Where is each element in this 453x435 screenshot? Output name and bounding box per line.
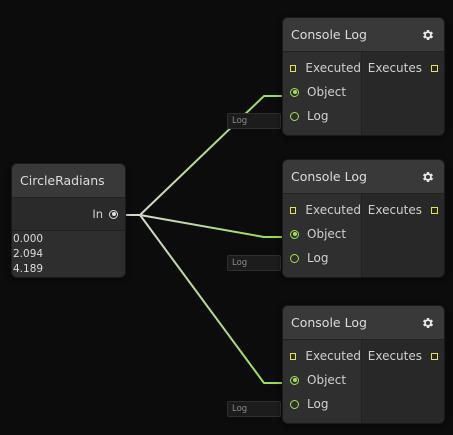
node-header[interactable]: Console Log [283, 306, 444, 340]
gear-icon[interactable] [420, 27, 436, 43]
value-port-icon[interactable] [290, 253, 299, 263]
value-item: 2.094 [13, 248, 44, 260]
port-label: Object [307, 373, 347, 387]
port-label: Log [307, 397, 329, 411]
value-port-icon[interactable] [290, 399, 299, 409]
object-port[interactable]: Object [283, 80, 361, 104]
exec-port-icon[interactable] [431, 64, 438, 72]
log-port[interactable]: Log [283, 104, 361, 128]
console-log-node[interactable]: Console Log Executed Object Log Executes [282, 159, 445, 278]
circle-radians-node[interactable]: CircleRadians In 0.000 2.094 4.189 [11, 163, 126, 278]
node-title: Console Log [291, 27, 367, 42]
log-input-field[interactable]: Log [227, 401, 281, 417]
value-list: 0.000 2.094 4.189 [12, 231, 125, 277]
value-item: 0.000 [13, 233, 44, 245]
output-port-dot[interactable] [109, 209, 118, 219]
object-port[interactable]: Object [283, 222, 361, 246]
executed-port[interactable]: Executed [283, 198, 361, 222]
log-port[interactable]: Log [283, 246, 361, 270]
executes-port[interactable]: Executes [362, 344, 444, 368]
node-header[interactable]: Console Log [283, 18, 444, 52]
port-label: Log [307, 109, 329, 123]
console-log-node[interactable]: Console Log Executed Object Log Executes [282, 17, 445, 136]
exec-port-icon[interactable] [290, 352, 297, 360]
executed-port[interactable]: Executed [283, 56, 361, 80]
exec-port-icon[interactable] [431, 352, 438, 360]
executes-port[interactable]: Executes [362, 198, 444, 222]
port-label: Executes [367, 349, 422, 363]
port-label: Executes [367, 61, 422, 75]
gear-icon[interactable] [420, 169, 436, 185]
port-label: Object [307, 85, 347, 99]
value-port-icon[interactable] [290, 87, 299, 97]
node-title: Console Log [291, 169, 367, 184]
executed-port[interactable]: Executed [283, 344, 361, 368]
wire-to-node-3[interactable] [124, 214, 290, 384]
port-label: Log [307, 251, 329, 265]
port-label: Executed [305, 203, 361, 217]
value-port-icon[interactable] [290, 375, 299, 385]
exec-port-icon[interactable] [290, 64, 297, 72]
value-port-icon[interactable] [290, 111, 299, 121]
value-item: 4.189 [13, 263, 44, 275]
node-title: Console Log [291, 315, 367, 330]
node-header[interactable]: CircleRadians [12, 164, 125, 198]
log-input-field[interactable]: Log [227, 113, 281, 129]
wire-to-node-2[interactable] [124, 214, 290, 238]
log-port[interactable]: Log [283, 392, 361, 416]
gear-icon[interactable] [420, 315, 436, 331]
exec-port-icon[interactable] [431, 206, 438, 214]
log-input-field[interactable]: Log [227, 255, 281, 271]
value-port-icon[interactable] [290, 229, 299, 239]
node-title: CircleRadians [20, 173, 105, 188]
output-port-label: In [92, 207, 103, 221]
console-log-node[interactable]: Console Log Executed Object Log Executes [282, 305, 445, 424]
port-label: Executed [305, 61, 361, 75]
executes-port[interactable]: Executes [362, 56, 444, 80]
port-label: Object [307, 227, 347, 241]
node-header[interactable]: Console Log [283, 160, 444, 194]
port-label: Executes [367, 203, 422, 217]
output-port-row[interactable]: In [12, 198, 125, 231]
object-port[interactable]: Object [283, 368, 361, 392]
port-label: Executed [305, 349, 361, 363]
exec-port-icon[interactable] [290, 206, 297, 214]
